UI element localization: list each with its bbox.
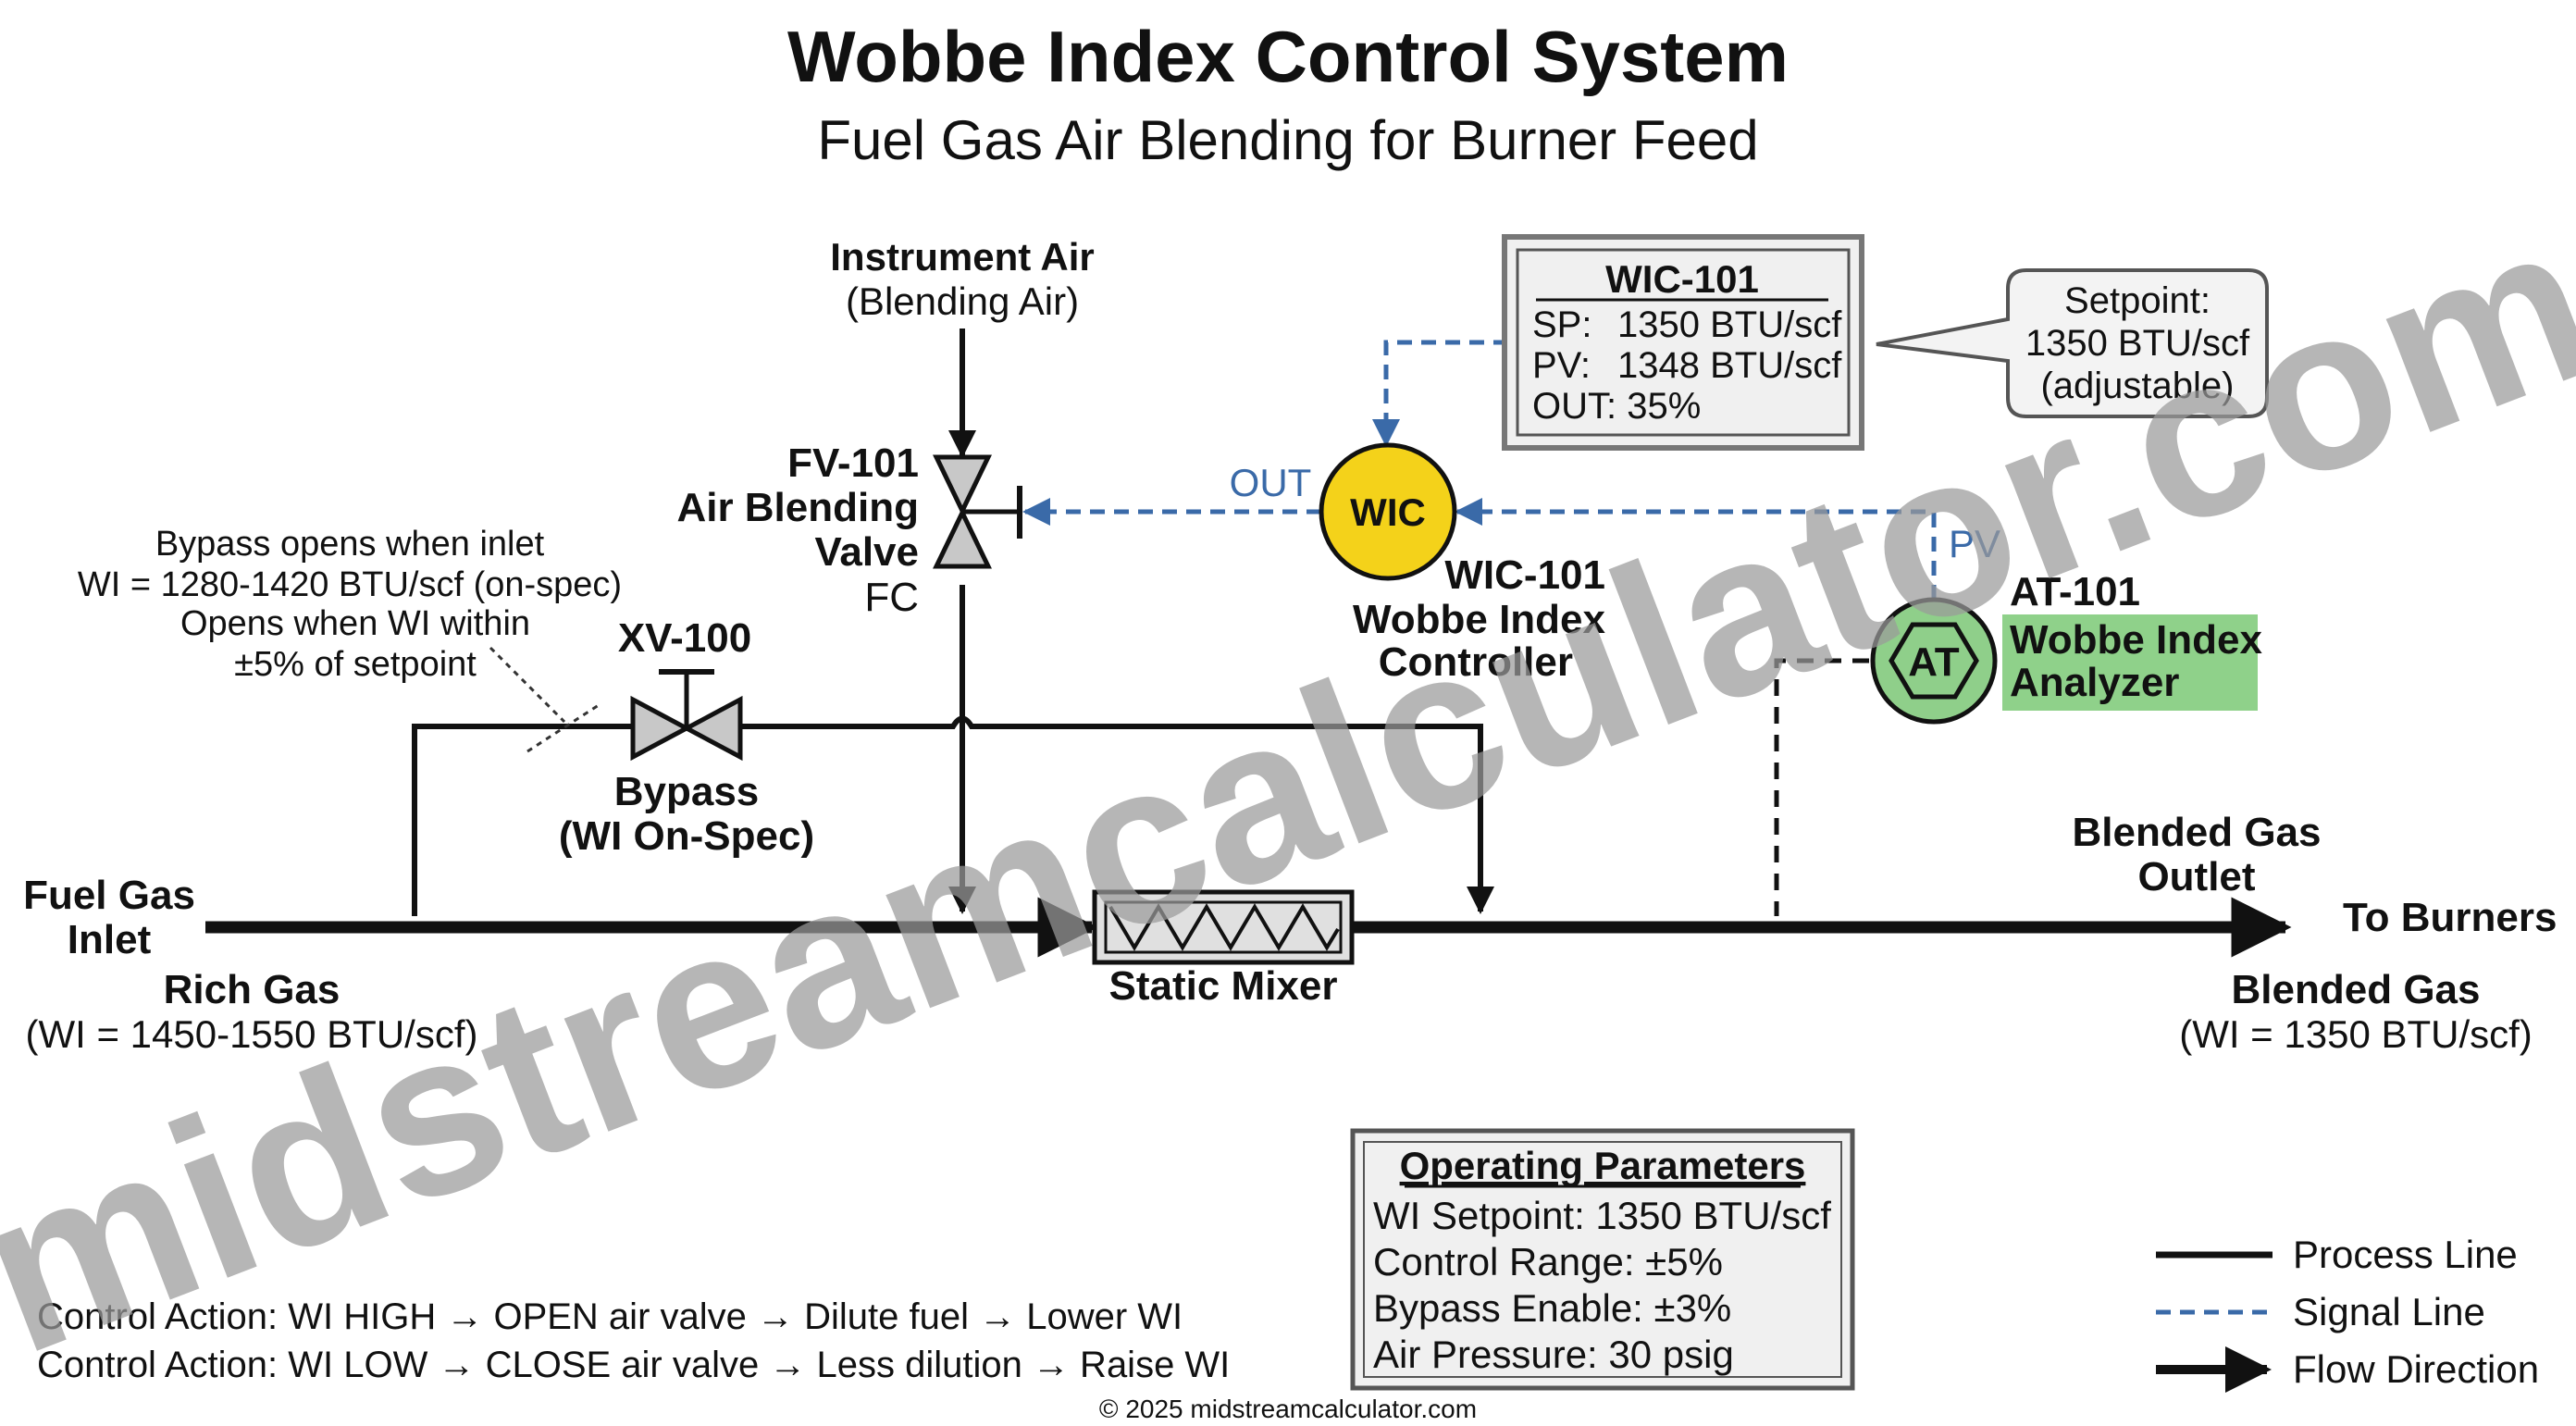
setpoint-callout-line3: (adjustable) xyxy=(2040,366,2234,406)
process-lines xyxy=(205,329,2292,958)
bypass-note-leader-tick xyxy=(526,701,602,753)
legend-process-label: Process Line xyxy=(2293,1233,2518,1276)
signal-out-label: OUT xyxy=(1230,461,1312,504)
analyzer-sample-line xyxy=(1774,658,1869,916)
analyzer-symbol: AT xyxy=(1908,639,1960,685)
bypass-note-line1: Bypass opens when inlet xyxy=(155,525,545,564)
fv101-label-line2: Valve xyxy=(814,529,919,575)
outlet-label-line1: Blended Gas xyxy=(2073,810,2322,855)
analyzer-label-line1: Wobbe Index xyxy=(2010,617,2263,663)
operating-parameters-title: Operating Parameters xyxy=(1400,1144,1806,1187)
analyzer-label-background xyxy=(2002,614,2258,711)
operating-param-item: Air Pressure: 30 psig xyxy=(1373,1333,1734,1376)
wic-label-line1: Wobbe Index xyxy=(1353,597,1606,642)
faceplate-sp-value: 1350 BTU/scf xyxy=(1617,304,1842,345)
wic-tag: WIC-101 xyxy=(1444,552,1605,598)
faceplate-pv-value: 1348 BTU/scf xyxy=(1617,345,1842,386)
control-action-high: Control Action: WI HIGH → OPEN air valve… xyxy=(37,1296,1183,1337)
wic-symbol: WIC xyxy=(1350,490,1426,534)
legend-signal-label: Signal Line xyxy=(2293,1290,2485,1333)
fv101-valve-icon[interactable] xyxy=(933,454,1022,569)
signal-pv-label: PV xyxy=(1949,522,2000,565)
setpoint-callout-bubble xyxy=(1876,268,2269,418)
wic-label-line2: Controller xyxy=(1379,639,1573,685)
to-burners-label: To Burners xyxy=(2343,895,2557,940)
faceplate-sp-label: SP: xyxy=(1532,304,1591,345)
faceplate-pv-label: PV: xyxy=(1532,345,1591,386)
outlet-label-line2: Outlet xyxy=(2137,854,2255,899)
static-mixer-icon[interactable] xyxy=(1092,889,1355,965)
wic-controller-icon[interactable] xyxy=(1319,442,1457,581)
xv100-label-line2: (WI On-Spec) xyxy=(559,813,814,859)
instrument-air-label: Instrument Air xyxy=(830,235,1094,279)
bypass-line-right xyxy=(742,715,1494,914)
bypass-note-leader xyxy=(489,646,566,724)
diagram-title: Wobbe Index Control System xyxy=(787,16,1789,97)
operating-param-item: Bypass Enable: ±3% xyxy=(1373,1286,1731,1330)
operating-param-item: Control Range: ±5% xyxy=(1373,1240,1723,1283)
instrument-air-sublabel: (Blending Air) xyxy=(846,279,1079,323)
bypass-note-line3: Opens when WI within xyxy=(180,604,530,643)
signal-lines xyxy=(1022,340,1937,600)
rich-gas-line2: (WI = 1450-1550 BTU/scf) xyxy=(25,1012,477,1056)
diagram-subtitle: Fuel Gas Air Blending for Burner Feed xyxy=(817,109,1758,171)
legend xyxy=(2156,1251,2273,1393)
xv100-tag: XV-100 xyxy=(618,615,751,661)
bypass-line xyxy=(412,724,631,916)
wic101-faceplate[interactable] xyxy=(1502,234,1864,451)
rich-gas-line1: Rich Gas xyxy=(164,967,341,1012)
signal-at-to-wic xyxy=(1455,498,1937,600)
analyzer-tag: AT-101 xyxy=(2010,569,2140,614)
copyright: © 2025 midstreamcalculator.com xyxy=(1099,1395,1477,1421)
xv100-valve-icon[interactable] xyxy=(630,669,743,762)
setpoint-callout-line1: Setpoint: xyxy=(2064,280,2211,321)
watermark: midstreamcalculator.com xyxy=(0,170,2576,1402)
faceplate-tag: WIC-101 xyxy=(1605,257,1759,301)
legend-flow-label: Flow Direction xyxy=(2293,1347,2539,1391)
xv100-label-line1: Bypass xyxy=(614,769,760,814)
bypass-note-line4: ±5% of setpoint xyxy=(234,645,477,684)
bypass-note-line2: WI = 1280-1420 BTU/scf (on-spec) xyxy=(78,565,622,604)
faceplate-out: OUT: 35% xyxy=(1532,386,1701,427)
operating-param-item: WI Setpoint: 1350 BTU/scf xyxy=(1373,1194,1831,1237)
fuel-inlet-line1: Fuel Gas xyxy=(23,873,195,918)
analyzer-label-line2: Analyzer xyxy=(2010,660,2179,705)
blended-gas-line2: (WI = 1350 BTU/scf) xyxy=(2179,1012,2533,1056)
fv101-fail-position: FC xyxy=(864,575,919,620)
control-action-low: Control Action: WI LOW → CLOSE air valve… xyxy=(37,1345,1230,1385)
fv101-label-line1: Air Blending xyxy=(676,485,919,530)
setpoint-callout-line2: 1350 BTU/scf xyxy=(2025,323,2250,364)
fv101-tag: FV-101 xyxy=(787,440,919,486)
blended-gas-line1: Blended Gas xyxy=(2232,967,2481,1012)
static-mixer-label: Static Mixer xyxy=(1109,963,1338,1009)
signal-box-to-wic xyxy=(1372,340,1508,447)
analyzer-at101-icon[interactable] xyxy=(1870,597,1998,725)
fuel-inlet-line2: Inlet xyxy=(68,917,152,962)
operating-parameters-box xyxy=(1350,1128,1855,1391)
